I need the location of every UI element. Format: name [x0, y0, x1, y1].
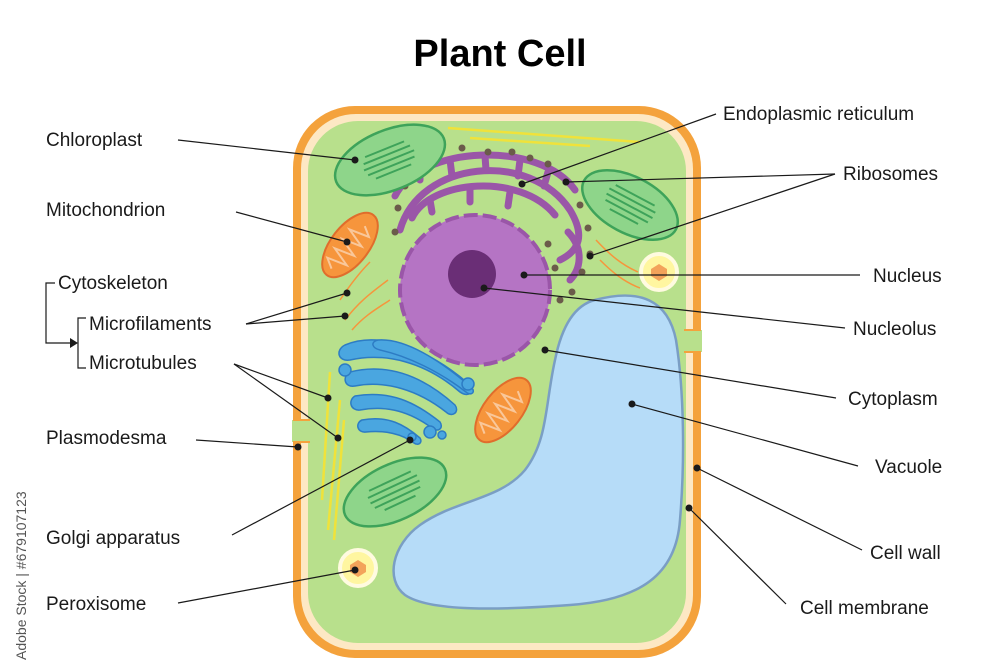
label-golgi-apparatus: Golgi apparatus [46, 528, 180, 549]
nucleolus [448, 250, 496, 298]
label-cell-membrane: Cell membrane [800, 598, 929, 619]
leader-lines [45, 113, 863, 605]
watermark-text: Adobe Stock | #679107123 [13, 491, 29, 660]
label-vacuole: Vacuole [875, 457, 942, 478]
label-microfilaments: Microfilaments [89, 314, 211, 335]
microfilaments [339, 239, 641, 331]
chloroplast-right [580, 169, 680, 241]
label-ribosomes: Ribosomes [843, 164, 938, 185]
label-cytoskeleton: Cytoskeleton [58, 273, 168, 294]
label-microtubules: Microtubules [89, 353, 197, 374]
page-title: Plant Cell [413, 33, 586, 75]
peroxisome-right [639, 252, 679, 292]
label-cytoplasm: Cytoplasm [848, 389, 938, 410]
label-mitochondrion: Mitochondrion [46, 200, 165, 221]
plasmodesma-left [292, 420, 310, 442]
label-peroxisome: Peroxisome [46, 594, 146, 615]
label-cell-wall: Cell wall [870, 543, 941, 564]
label-plasmodesma: Plasmodesma [46, 428, 167, 449]
peroxisome-bottom [338, 548, 378, 588]
mitochondrion-right [474, 376, 532, 444]
chloroplast-top [333, 123, 447, 197]
label-chloroplast: Chloroplast [46, 130, 143, 151]
vacuole [392, 294, 685, 610]
label-nucleus: Nucleus [873, 266, 942, 287]
chloroplast-bottom [342, 456, 448, 528]
golgi-apparatus [338, 339, 475, 445]
label-nucleolus: Nucleolus [853, 319, 936, 340]
plasmodesma-right [684, 330, 702, 352]
label-endoplasmic-reticulum: Endoplasmic reticulum [723, 104, 914, 125]
microtubules [320, 126, 641, 541]
mitochondrion-left [321, 211, 379, 279]
